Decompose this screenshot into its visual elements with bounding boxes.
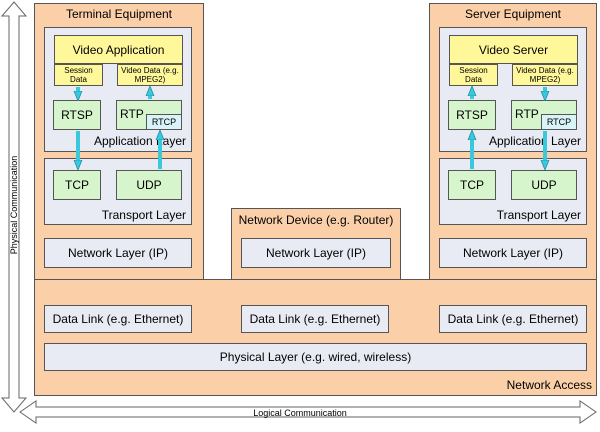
server-network-layer: Network Layer (IP) [439,238,587,268]
router-title: Network Device (e.g. Router) [238,213,394,227]
terminal-udp: UDP [116,170,182,200]
server-session-data: Session Data [449,64,498,86]
server-video-data: Video Data (e.g. MPEG2) [512,64,578,86]
terminal-network-layer: Network Layer (IP) [44,238,192,268]
terminal-session-data: Session Data [54,64,103,86]
terminal-rtsp: RTSP [53,100,101,130]
terminal-video-application: Video Application [54,35,183,64]
network-access-container [34,279,597,396]
server-video-application: Video Server [449,35,578,64]
server-transport-layer-label: Transport Layer [496,208,581,222]
server-tcp: TCP [448,170,496,200]
server-equipment-title: Server Equipment [464,7,562,21]
server-application-layer-label: Application Layer [488,134,581,148]
terminal-equipment-title: Terminal Equipment [65,7,173,21]
terminal-video-data: Video Data (e.g. MPEG2) [117,64,183,86]
terminal-tcp: TCP [53,170,101,200]
physical-communication-label: Physical Communication [9,155,19,255]
data-link-middle: Data Link (e.g. Ethernet) [241,305,389,333]
terminal-rtcp: RTCP [146,114,182,130]
data-link-right: Data Link (e.g. Ethernet) [439,305,587,333]
physical-layer: Physical Layer (e.g. wired, wireless) [44,343,587,371]
server-rtsp: RTSP [448,100,496,130]
logical-communication-arrow [19,400,597,424]
physical-communication-arrow [0,1,28,413]
network-access-label: Network Access [506,378,592,392]
terminal-rtp-label: RTP [120,107,144,121]
router-network-layer: Network Layer (IP) [241,238,391,268]
terminal-transport-layer-label: Transport Layer [101,208,186,222]
server-udp: UDP [511,170,577,200]
terminal-application-layer-label: Application Layer [93,134,186,148]
server-rtp-label: RTP [515,107,539,121]
logical-communication-label: Logical Communication [253,408,347,418]
server-rtcp: RTCP [541,114,577,130]
data-link-left: Data Link (e.g. Ethernet) [44,305,192,333]
